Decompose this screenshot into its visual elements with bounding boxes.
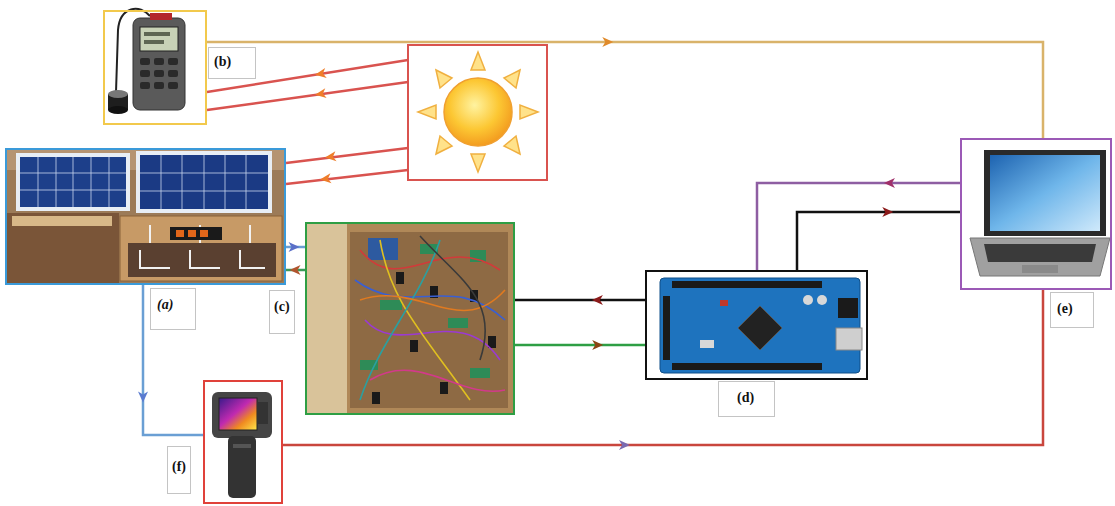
- connector-line: [143, 285, 203, 435]
- arrow-chevron: [592, 340, 603, 350]
- thermal-camera: [212, 392, 272, 498]
- signal-connector: [757, 178, 960, 270]
- solar-meter: [105, 9, 205, 123]
- arrow-chevron: [290, 265, 301, 275]
- connector-line: [797, 212, 960, 270]
- connector-line: [207, 42, 1043, 138]
- arrow-chevron: [289, 242, 300, 252]
- connector-line: [515, 344, 645, 347]
- laptop: [970, 150, 1110, 276]
- signal-connector: [515, 295, 645, 305]
- connector-line: [515, 299, 645, 302]
- arrow-chevron: [138, 392, 148, 403]
- irradiance-chevrons: [314, 68, 336, 184]
- sun-icon: [408, 45, 547, 180]
- signal-connector: [797, 207, 960, 270]
- device-box: (e): [960, 138, 1112, 290]
- signal-connector: [207, 37, 1043, 138]
- arrow-chevron: [619, 440, 630, 450]
- callout-letter: (b): [208, 47, 256, 79]
- callout-letter: (d): [718, 381, 775, 417]
- circuit-board: [307, 224, 513, 413]
- callout-letter: (a): [150, 288, 196, 330]
- signal-connector: [515, 340, 645, 350]
- device-box: (b): [103, 10, 207, 125]
- arrow-chevron: [602, 37, 613, 47]
- device-box: (c): [305, 222, 515, 415]
- signal-connector: [138, 285, 203, 435]
- callout-letter: (e): [1050, 292, 1094, 328]
- device-box: (f): [203, 380, 283, 504]
- arrow-chevron: [882, 207, 893, 217]
- connector-line: [283, 290, 1043, 445]
- solar-panels: [7, 150, 284, 283]
- device-box: (a): [5, 148, 286, 285]
- arrow-chevron: [884, 178, 895, 188]
- microcontroller-board: [660, 278, 862, 373]
- signal-connector: [283, 290, 1043, 450]
- signal-connector: [286, 265, 305, 275]
- callout-letter: (c): [269, 290, 295, 334]
- signal-connector: [286, 242, 305, 252]
- connector-line: [757, 183, 960, 270]
- device-box: (d): [645, 270, 868, 380]
- callout-letter: (f): [167, 446, 191, 494]
- arrow-chevron: [592, 295, 603, 305]
